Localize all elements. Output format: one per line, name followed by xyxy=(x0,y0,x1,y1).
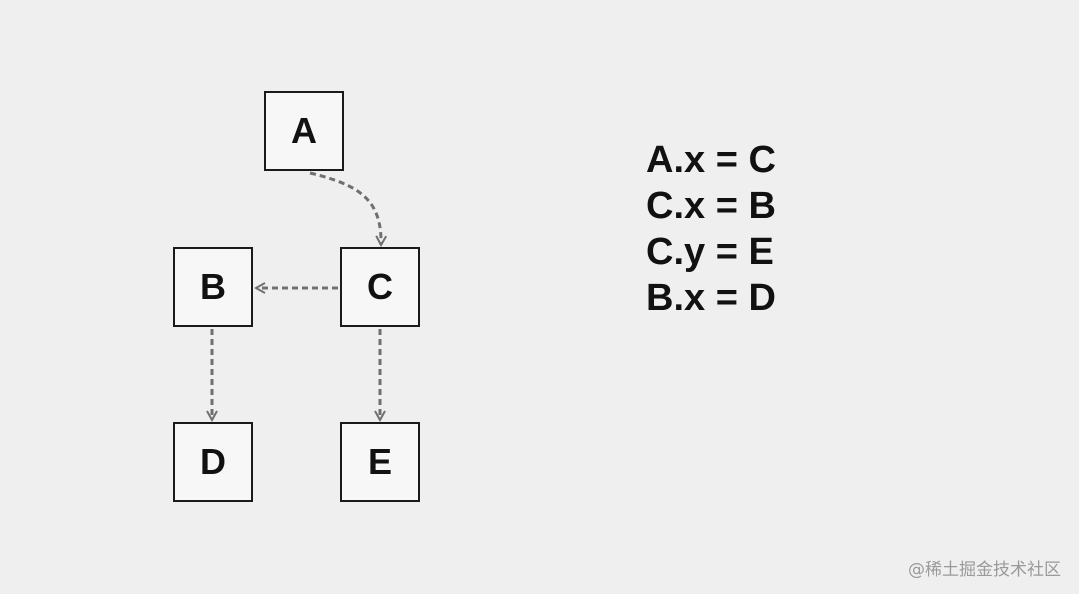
node-c: C xyxy=(340,247,420,327)
node-b: B xyxy=(173,247,253,327)
node-b-label: B xyxy=(200,266,226,307)
edge-a-to-c xyxy=(309,171,381,245)
assignment-line: C.y = E xyxy=(646,231,774,273)
assignment-list: A.x = C C.x = B C.y = E B.x = D xyxy=(646,137,776,321)
node-c-label: C xyxy=(367,266,393,307)
assignment-line: B.x = D xyxy=(646,277,776,319)
assignment-line: A.x = C xyxy=(646,139,776,181)
watermark: @稀土掘金技术社区 xyxy=(908,560,1061,580)
node-d-label: D xyxy=(200,441,226,482)
node-e: E xyxy=(340,422,420,502)
node-d: D xyxy=(173,422,253,502)
node-a-label: A xyxy=(291,110,317,151)
node-e-label: E xyxy=(367,441,392,482)
node-a: A xyxy=(264,91,344,171)
assignment-line: C.x = B xyxy=(646,185,776,227)
